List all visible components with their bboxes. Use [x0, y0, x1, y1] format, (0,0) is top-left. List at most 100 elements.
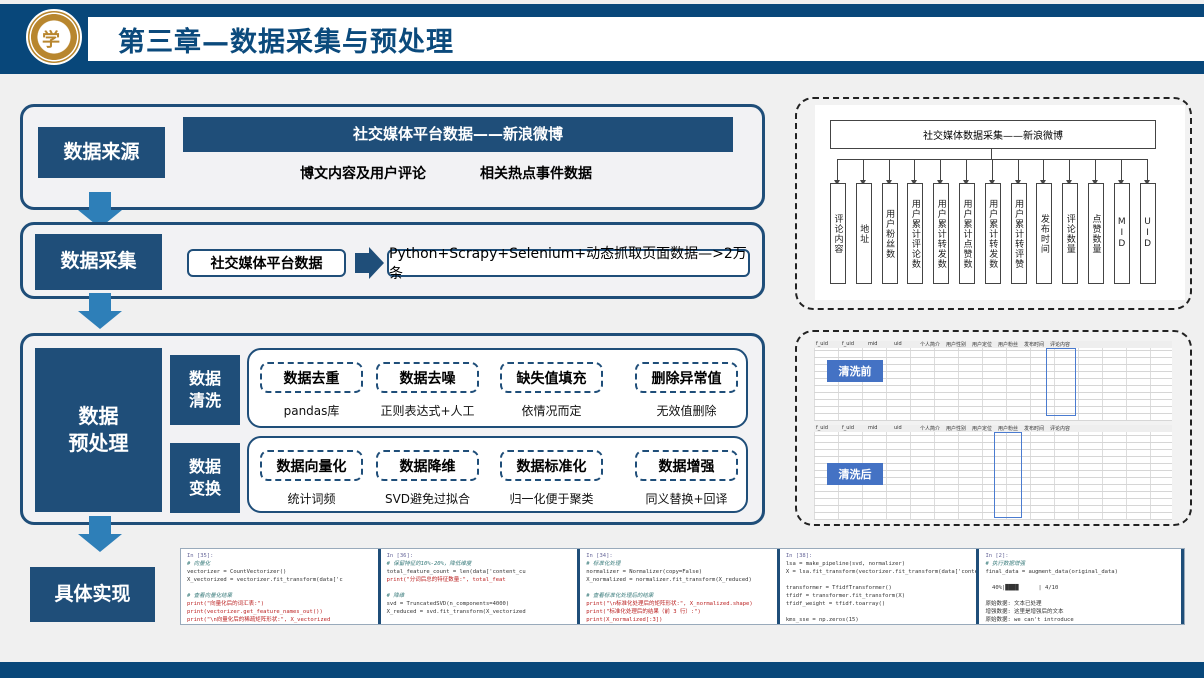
step-pill: 数据去重: [260, 362, 363, 393]
connector-arrow: [834, 159, 840, 185]
field-box: UID: [1139, 183, 1156, 284]
sheet-header: 发布时间: [1024, 342, 1045, 348]
step-note: 依情况而定: [521, 404, 582, 418]
down-arrow: [78, 293, 122, 329]
field-box: 评论数量: [1062, 183, 1079, 284]
step-pill: 数据标准化: [500, 450, 603, 481]
code-line: final_data = augment_data(original_data): [985, 568, 1118, 575]
code-line: 增强数据: 这里是增强后的文本: [985, 608, 1064, 615]
step-note: 同义替换+回译: [645, 492, 728, 506]
code-line: X_reduced = svd.fit_transform(X_vectoriz…: [386, 608, 526, 615]
field-box: 用户累计转发数: [933, 183, 950, 284]
connector-arrow: [937, 159, 944, 185]
connector-arrow: [988, 159, 995, 185]
step-pill: 数据降维: [376, 450, 479, 481]
code-line: 40%|████ | 4/10: [985, 584, 1059, 591]
code-line: vectorizer = CountVectorizer(): [187, 568, 287, 575]
field-box: 点赞数量: [1088, 183, 1104, 284]
code-line: tfidf = transformer.fit_transform(X): [785, 592, 906, 599]
code-line: # 标准化处理: [586, 560, 621, 567]
down-arrow: [78, 516, 122, 552]
sheet-header: mid: [868, 425, 878, 431]
row-label: 数据 清洗: [170, 355, 240, 425]
code-line: 原始数据: we can't introduce: [985, 616, 1074, 623]
field-box: 地址: [855, 183, 872, 284]
sheet-header: 评论内容: [1050, 426, 1071, 432]
sheet-header: f_uid: [842, 425, 854, 431]
sheet-header: f_uid: [842, 341, 854, 347]
code-line: print("分词后总的特征数量:", total_feat: [386, 576, 506, 583]
field-box: 用户累计评论数: [907, 183, 924, 284]
field-box: 用户累计点赞数: [959, 183, 975, 284]
source-banner: 社交媒体平台数据——新浪微博: [183, 117, 733, 152]
connector-arrow: [1117, 159, 1124, 185]
highlight-column: [1046, 348, 1076, 416]
code-line: # 降维: [386, 592, 405, 599]
title-box: [88, 17, 1204, 61]
sheet-header: 用户定位: [972, 342, 993, 348]
code-line: # 执行数据增强: [985, 560, 1026, 567]
sheet-header: 评论内容: [1050, 342, 1071, 348]
row-label: 数据 变换: [170, 443, 240, 513]
connector: [991, 149, 992, 159]
code-line: tfidf_weight = tfidf.toarray(): [785, 600, 886, 607]
code-line: print("向量化后的词汇表:"): [187, 600, 265, 607]
method-box: Python+Scrapy+Selenium+动态抓取页面数据—>2万条: [387, 246, 750, 282]
platform-box: 社交媒体平台数据: [187, 249, 346, 277]
footer-bar: [0, 662, 1204, 678]
step-pill: 缺失值填充: [500, 362, 603, 393]
sheet-header: uid: [894, 425, 902, 431]
sheet-header: f_uid: [816, 425, 828, 431]
code-panel: In [38]: lsa = make_pipeline(svd, normal…: [779, 549, 980, 624]
sheet-header: 用户粉丝: [998, 426, 1019, 432]
step-note: pandas库: [283, 404, 340, 418]
step-note: SVD避免过拟合: [384, 492, 471, 506]
connector-arrow: [859, 159, 866, 185]
cell-prompt: In [34]:: [586, 553, 613, 559]
code-screenshots: In [35]: # 向量化 vectorizer = CountVectori…: [180, 548, 1185, 625]
field-box: 发布时间: [1036, 183, 1053, 284]
code-line: print("\n向量化后的稀疏矩阵形状:", X_vectorized: [187, 616, 331, 623]
code-line: # 查看标准化处理后的结果: [586, 592, 654, 599]
code-panel: In [35]: # 向量化 vectorizer = CountVectori…: [181, 549, 381, 624]
code-line: 原始数据: 文本已处理: [985, 600, 1042, 607]
sheet-header: uid: [894, 341, 902, 347]
code-line: print("\n标准化处理后的矩阵形状:", X_normalized.sha…: [586, 600, 753, 607]
sheet-header: 个人简介: [920, 342, 941, 348]
code-line: lsa = make_pipeline(svd, normalizer): [785, 560, 906, 567]
code-line: # 向量化: [187, 560, 211, 567]
right-arrow-head: [369, 247, 384, 279]
collect-label: 数据采集: [35, 234, 162, 290]
step-note: 无效值删除: [656, 404, 717, 418]
code-line: # 保留特征的10%-20%，降低维度: [386, 560, 472, 567]
code-line: total_feature_count = len(data['content_…: [386, 568, 526, 575]
code-line: print(X_normalized[:3]): [586, 616, 663, 623]
code-panel: In [2]: # 执行数据增强 final_data = augment_da…: [979, 549, 1185, 624]
code-line: print(vectorizer.get_feature_names_out()…: [187, 608, 323, 615]
code-line: print("标准化处理后的结果（前 3 行）:"): [586, 608, 701, 615]
connector-arrow: [1040, 159, 1047, 185]
step-note: 统计词频: [287, 492, 336, 506]
source-item: 相关热点事件数据: [480, 166, 592, 182]
field-box: 用户累计转评赞: [1010, 183, 1027, 284]
connector-arrow: [1143, 159, 1150, 185]
connector-arrow: [911, 159, 918, 185]
code-line: X_normalized = normalizer.fit_transform(…: [586, 576, 752, 583]
code-line: transformer = TfidfTransformer(): [785, 584, 892, 591]
sheet-header: 用户性别: [946, 342, 967, 348]
step-pill: 数据向量化: [260, 450, 363, 481]
university-logo: 学: [26, 9, 82, 65]
sheet-header: mid: [868, 341, 878, 347]
cell-prompt: In [36]:: [386, 553, 414, 559]
code-panel: In [34]: # 标准化处理 normalizer = Normalizer…: [580, 549, 780, 624]
code-line: normalizer = Normalizer(copy=False): [586, 568, 703, 575]
cell-prompt: In [38]:: [785, 553, 813, 559]
source-label: 数据来源: [38, 127, 165, 178]
code-line: X_vectorized = vectorizer.fit_transform(…: [187, 576, 343, 583]
sheet-header: 用户粉丝: [998, 342, 1019, 348]
cell-prompt: In [35]:: [187, 553, 214, 559]
field-box: MID: [1113, 183, 1130, 284]
sheet-header: 个人简介: [920, 426, 941, 432]
cell-prompt: In [2]:: [985, 553, 1009, 559]
